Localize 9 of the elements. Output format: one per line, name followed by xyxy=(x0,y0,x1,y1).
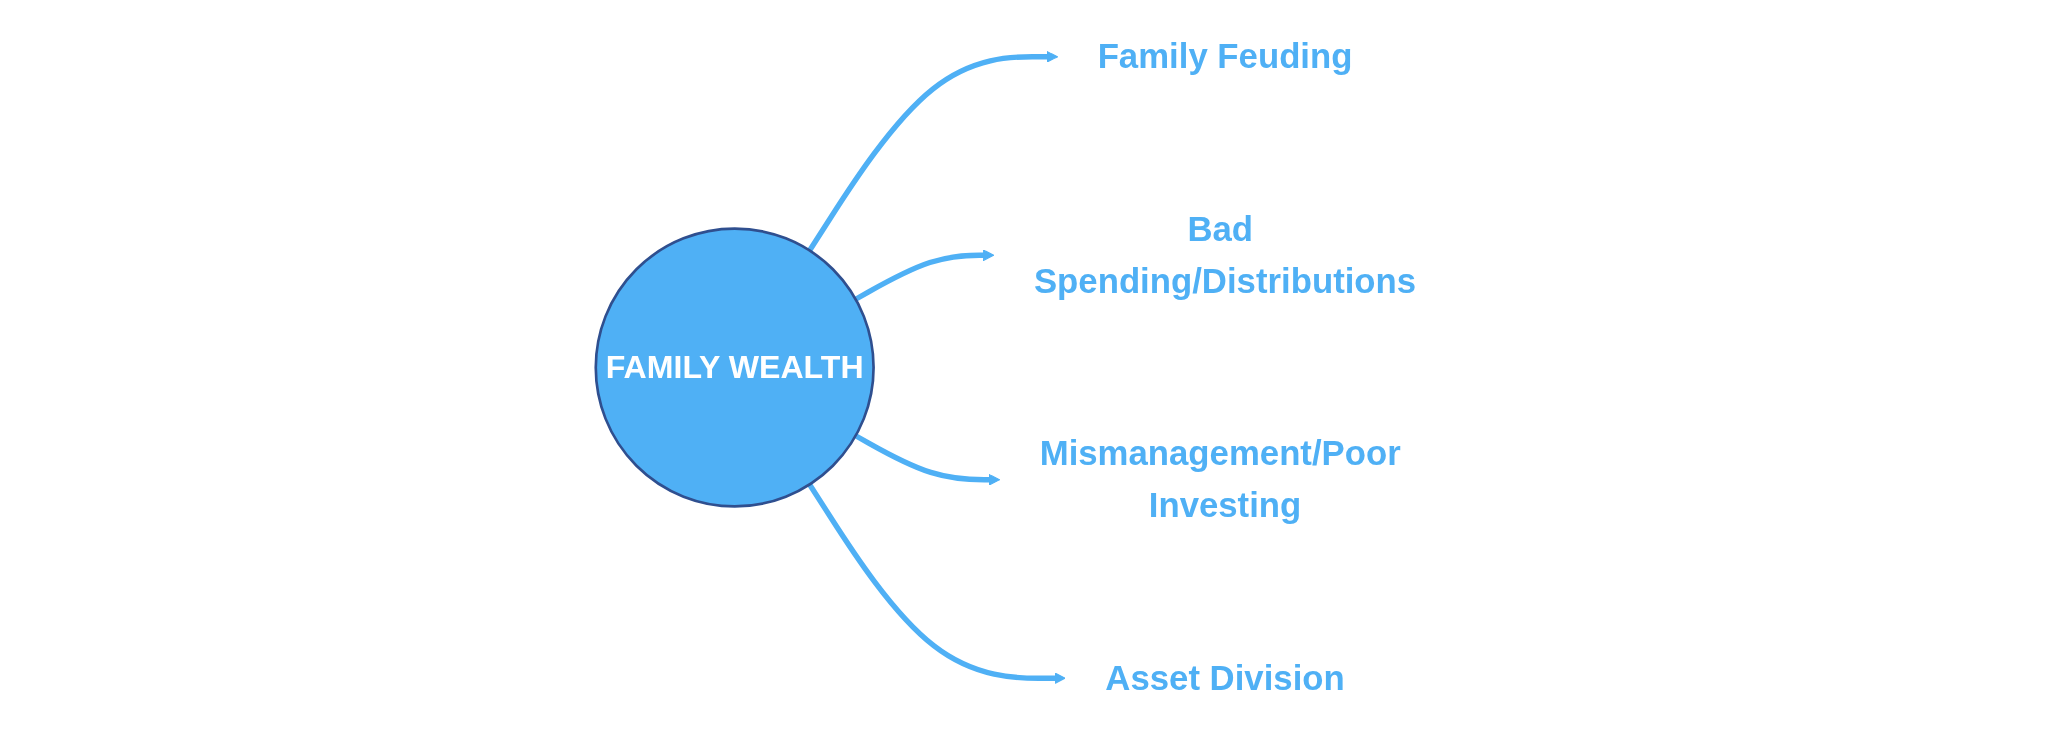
node-text: Family Feuding xyxy=(1097,36,1353,77)
node-text: Mismanagement/Poor Investing xyxy=(1039,432,1401,526)
arrow xyxy=(854,433,1001,486)
node-text: Bad Spending/Distributions xyxy=(1033,208,1417,301)
arrow xyxy=(854,249,995,302)
arrow xyxy=(807,50,1059,252)
node-circle: FAMILY WEALTH xyxy=(594,227,875,508)
arrow xyxy=(807,483,1066,685)
node-text: Asset Division xyxy=(1105,657,1345,698)
